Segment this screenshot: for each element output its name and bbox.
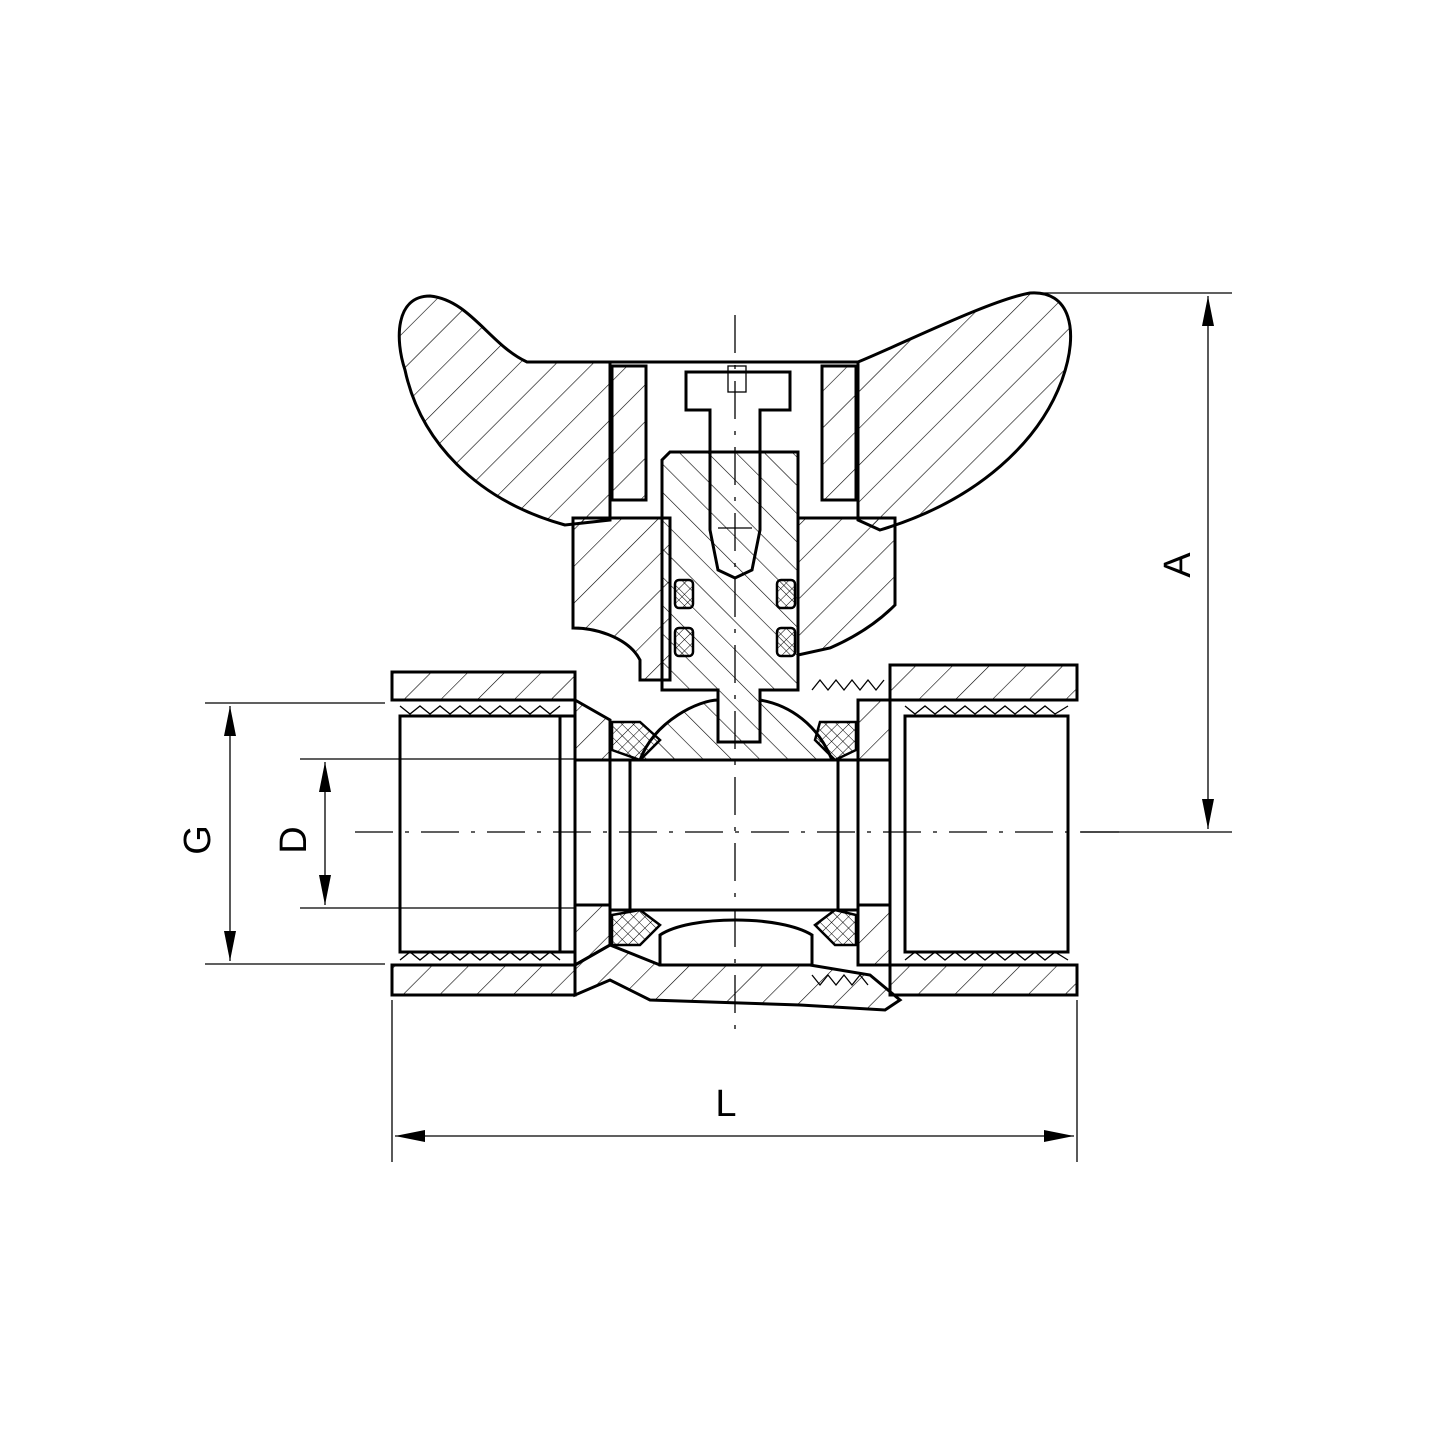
dimension-G: G	[177, 702, 385, 965]
ball	[608, 698, 860, 912]
center-lines	[355, 315, 1130, 1030]
butterfly-handle	[397, 291, 1073, 532]
o-ring-upper-left	[673, 578, 695, 610]
dimension-label-A: A	[1157, 552, 1199, 578]
port-bores	[398, 714, 1070, 954]
o-ring-lower-left	[673, 626, 695, 658]
dimension-label-L: L	[715, 1083, 736, 1125]
nut-thread-details	[811, 678, 885, 987]
dimension-label-G: G	[177, 825, 219, 855]
handle-sleeves	[610, 364, 858, 502]
valve-body-lower	[573, 918, 903, 1012]
o-ring-lower-right	[775, 626, 797, 658]
dimension-L: L	[391, 1000, 1078, 1162]
valve-body-left-end	[390, 670, 612, 997]
gland-nut	[571, 516, 897, 682]
valve-stem	[660, 450, 800, 744]
dimension-A: A	[1040, 292, 1232, 833]
o-ring-upper-right	[775, 578, 797, 610]
dimension-label-D: D	[273, 826, 315, 853]
port-threads	[399, 705, 1069, 961]
dimension-D: D	[273, 758, 575, 909]
valve-body-right-end	[856, 663, 1079, 997]
